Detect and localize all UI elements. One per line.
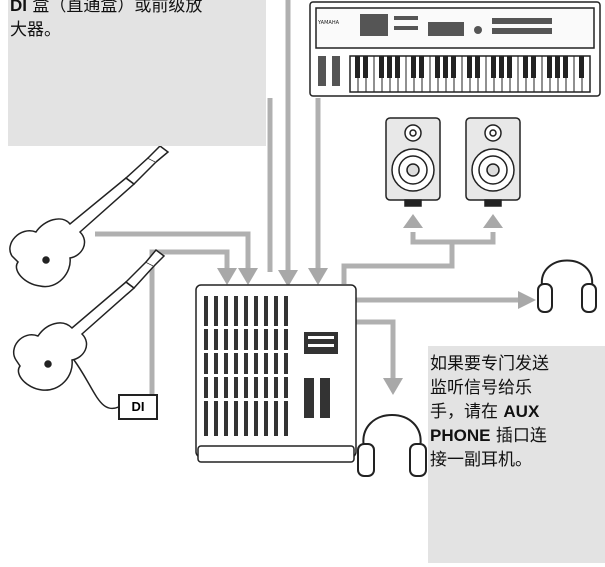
cable-guitar-1 bbox=[95, 231, 251, 270]
cable-di bbox=[149, 249, 230, 398]
synth-brand: YAMAHA bbox=[317, 20, 340, 26]
note-right-line5: 接一副耳机。 bbox=[430, 450, 532, 470]
guitar-top bbox=[9, 145, 170, 288]
note-right-line3: 手，请在 bbox=[430, 402, 504, 422]
note-top-di: DI bbox=[10, 0, 27, 15]
note-top-line2: 大器。 bbox=[10, 20, 61, 40]
note-right: 如果要专门发送 监听信号给乐 手，请在 AUX PHONE 插口连 接一副耳机。 bbox=[428, 346, 605, 563]
headphones-bottom bbox=[357, 414, 427, 477]
headphones-right bbox=[537, 259, 597, 313]
note-right-line4: 插口连 bbox=[490, 426, 547, 446]
speaker-right bbox=[465, 117, 521, 207]
guitar-bottom bbox=[13, 248, 166, 410]
note-right-phone: PHONE bbox=[430, 426, 491, 445]
cables bbox=[95, 0, 520, 398]
note-right-aux: AUX bbox=[503, 402, 540, 421]
arrowheads bbox=[217, 214, 536, 395]
note-top: DI 盒（直通盒）或前级放 大器。 bbox=[8, 0, 266, 146]
note-right-line2: 监听信号给乐 bbox=[430, 378, 532, 398]
note-right-line1: 如果要专门发送 bbox=[430, 354, 549, 374]
speaker-left bbox=[385, 117, 441, 207]
di-box: DI bbox=[118, 394, 158, 420]
cable-speakers bbox=[341, 240, 455, 284]
mixer bbox=[195, 284, 357, 463]
synthesizer: YAMAHA bbox=[309, 1, 601, 97]
note-top-line1: 盒（直通盒）或前级放 bbox=[27, 0, 203, 16]
cable-headphone-bottom bbox=[352, 319, 396, 380]
